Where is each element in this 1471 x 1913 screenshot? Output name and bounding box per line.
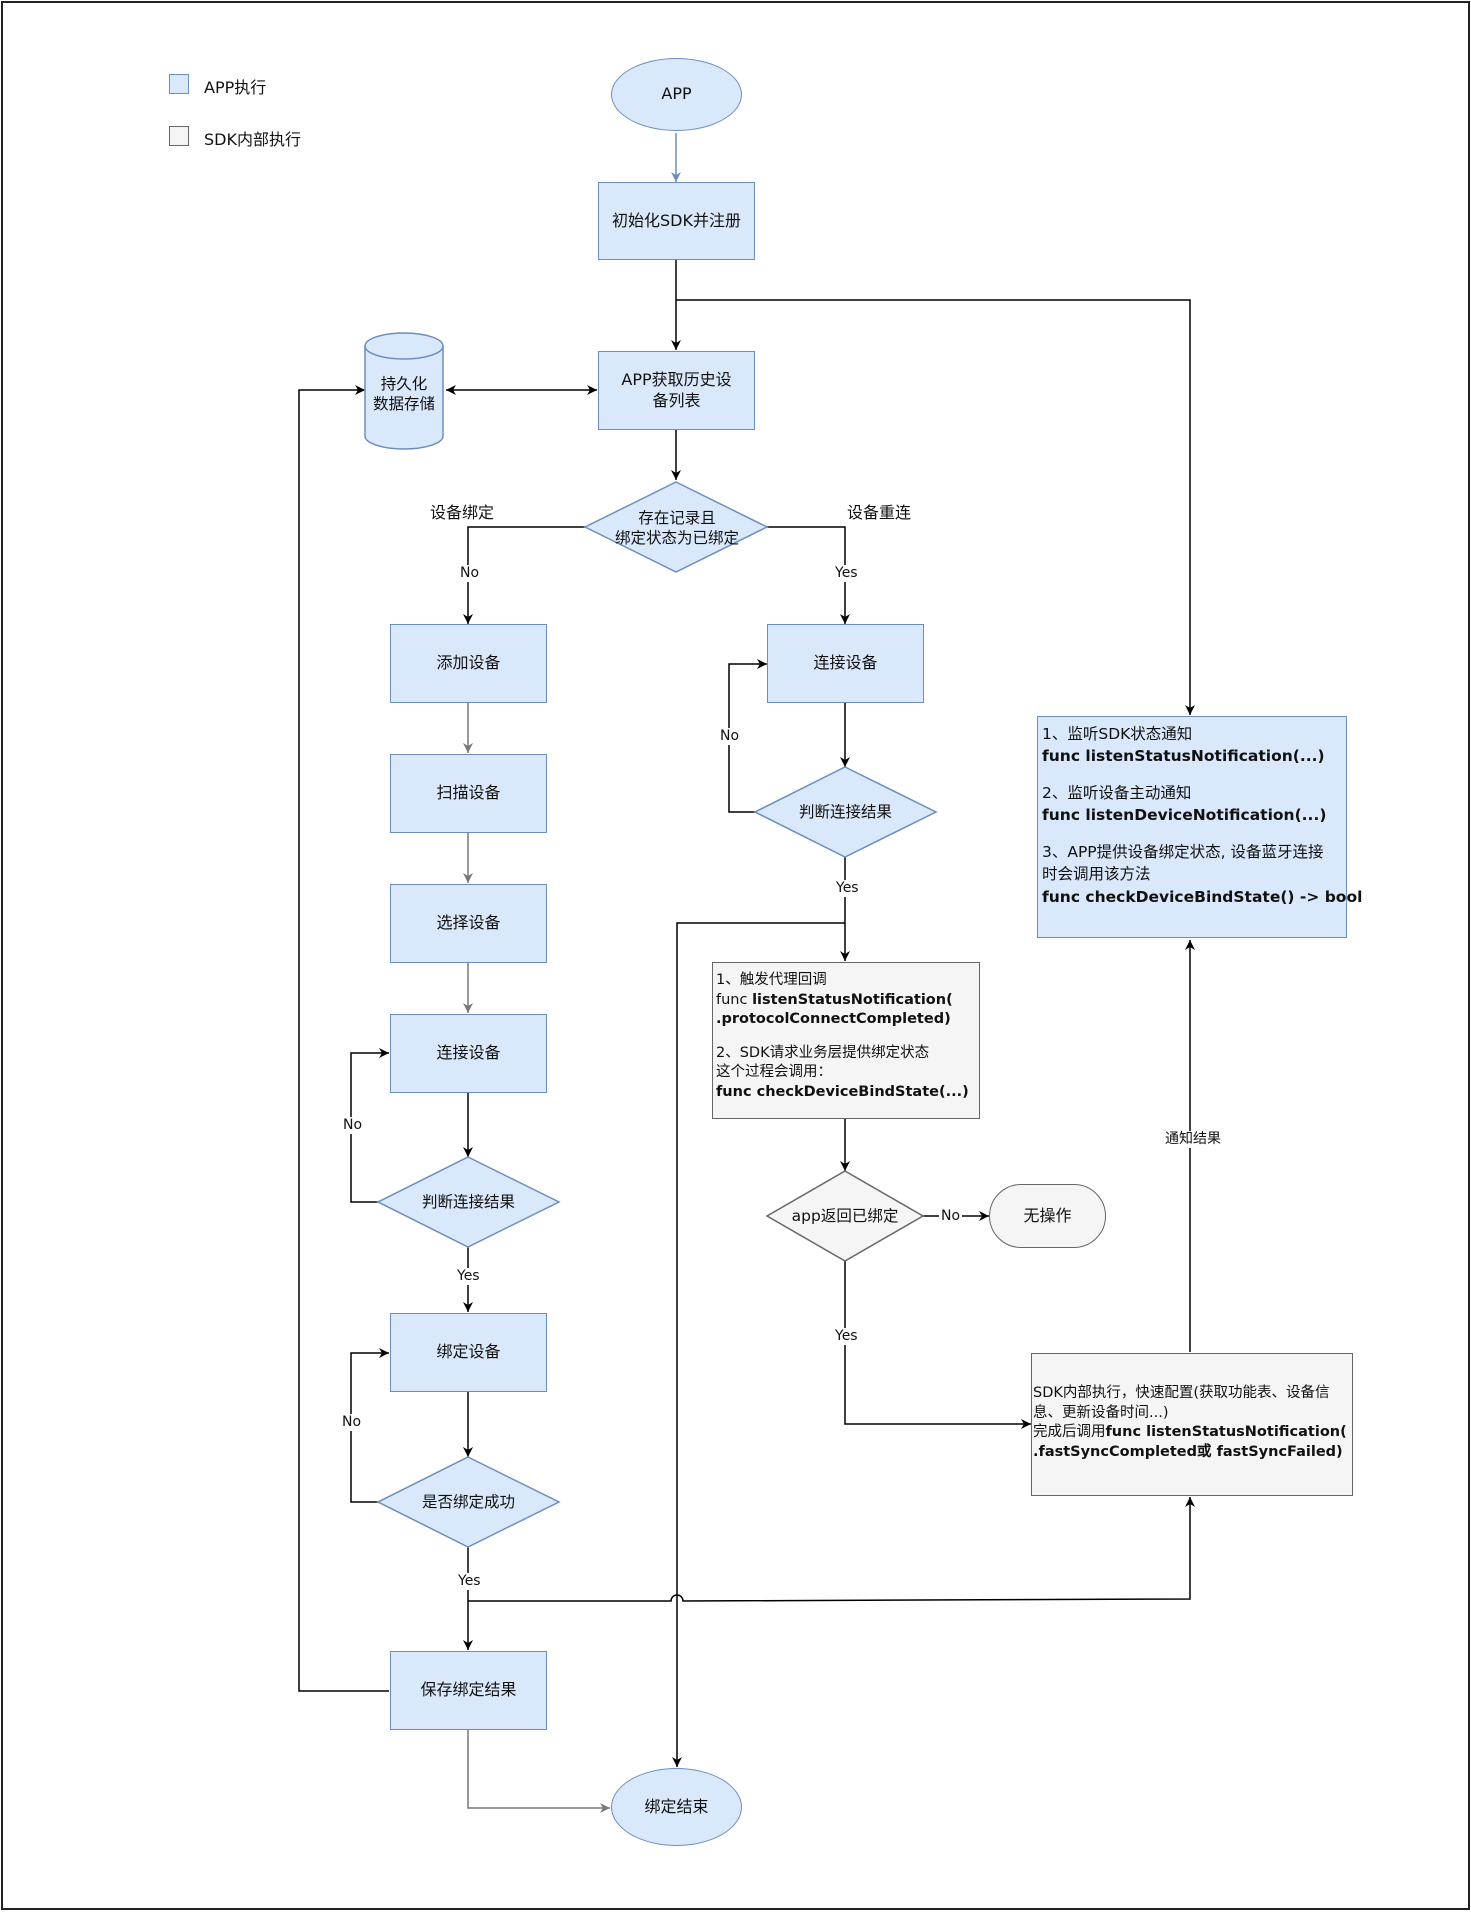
edge-decision-add [463,526,585,624]
fastsync-box: SDK内部执行，快速配置(获取功能表、设备信 息、更新设备时间...) 完成后调… [1031,1353,1353,1496]
label-yes-connect-left: Yes [455,1268,482,1285]
edge-decision-connect-right [767,526,850,624]
callback-line-3: .protocolConnectCompleted) [716,1011,951,1028]
connect-right-node: 连接设备 [767,624,924,703]
label-yes-bind: Yes [456,1573,483,1590]
label-yes-bound: Yes [833,1328,860,1345]
edge-bind-fastsync [468,1497,1195,1602]
legend-app-swatch [169,74,189,94]
edge-judge-right-end [672,922,845,1767]
label-reconnect-branch: 设备重连 [845,503,914,523]
legend-sdk-label: SDK内部执行 [204,130,301,149]
label-no-bind: No [340,1414,364,1431]
fastsync-line-3: 完成后调用func listenStatusNotification( [1033,1424,1347,1441]
scan-device-node: 扫描设备 [390,754,547,833]
label-notify-result: 通知结果 [1163,1131,1223,1148]
fastsync-line-4: .fastSyncCompleted或 fastSyncFailed) [1033,1443,1343,1460]
connect-left-node: 连接设备 [390,1014,547,1093]
callback-box: 1、触发代理回调 func listenStatusNotification( … [712,962,980,1119]
decision-bound-diamond [765,1170,925,1262]
listen-line-2: func listenStatusNotification(...) [1042,747,1325,766]
callback-line-4: 2、SDK请求业务层提供绑定状态 [716,1044,930,1061]
label-no-bound: No [939,1208,963,1225]
callback-line-2: func listenStatusNotification( [716,991,953,1008]
start-node: APP [611,58,742,131]
callback-line-1: 1、触发代理回调 [716,972,827,988]
edge-save-end [467,1730,610,1813]
label-bind-branch: 设备绑定 [428,503,497,523]
listen-line-5: 3、APP提供设备绑定状态, 设备蓝牙连接 [1042,842,1324,861]
listen-notifications-box: 1、监听SDK状态通知 func listenStatusNotificatio… [1037,716,1363,938]
edge-init-listen [676,299,1195,715]
legend-app-label: APP执行 [204,78,267,97]
listen-line-3: 2、监听设备主动通知 [1042,783,1192,802]
fastsync-line-1: SDK内部执行，快速配置(获取功能表、设备信 [1033,1385,1330,1401]
get-history-node: APP获取历史设备列表 [598,351,755,430]
label-no-left: No [458,565,482,582]
add-device-node: 添加设备 [390,624,547,703]
save-result-node: 保存绑定结果 [390,1651,547,1730]
label-no-connect-left: No [341,1117,365,1134]
decision-judge-left-diamond [376,1156,561,1248]
end-node: 绑定结束 [611,1768,742,1846]
listen-line-7: func checkDeviceBindState() -> bool [1042,887,1363,906]
listen-line-6: 时会调用该方法 [1042,865,1151,884]
callback-line-6: func checkDeviceBindState(...) [716,1083,969,1100]
bind-device-node: 绑定设备 [390,1313,547,1392]
label-yes-right: Yes [833,565,860,582]
label-no-connect-right: No [718,728,742,745]
listen-line-1: 1、监听SDK状态通知 [1042,725,1193,743]
select-device-node: 选择设备 [390,884,547,963]
init-sdk-node: 初始化SDK并注册 [598,182,755,260]
label-yes-connect-right: Yes [834,880,861,897]
listen-line-4: func listenDeviceNotification(...) [1042,806,1327,825]
decision-record-diamond [583,481,769,573]
decision-bind-success-diamond [376,1456,561,1548]
callback-line-5: 这个过程会调用： [716,1064,832,1081]
no-action-node: 无操作 [989,1184,1106,1248]
fastsync-line-2: 息、更新设备时间...) [1033,1404,1169,1421]
edge-bound-fastsync [844,1261,1031,1429]
storage-cylinder [364,332,444,450]
decision-judge-right-diamond [753,766,938,858]
legend-sdk-swatch [169,126,189,146]
edge-save-storage [298,385,389,1692]
